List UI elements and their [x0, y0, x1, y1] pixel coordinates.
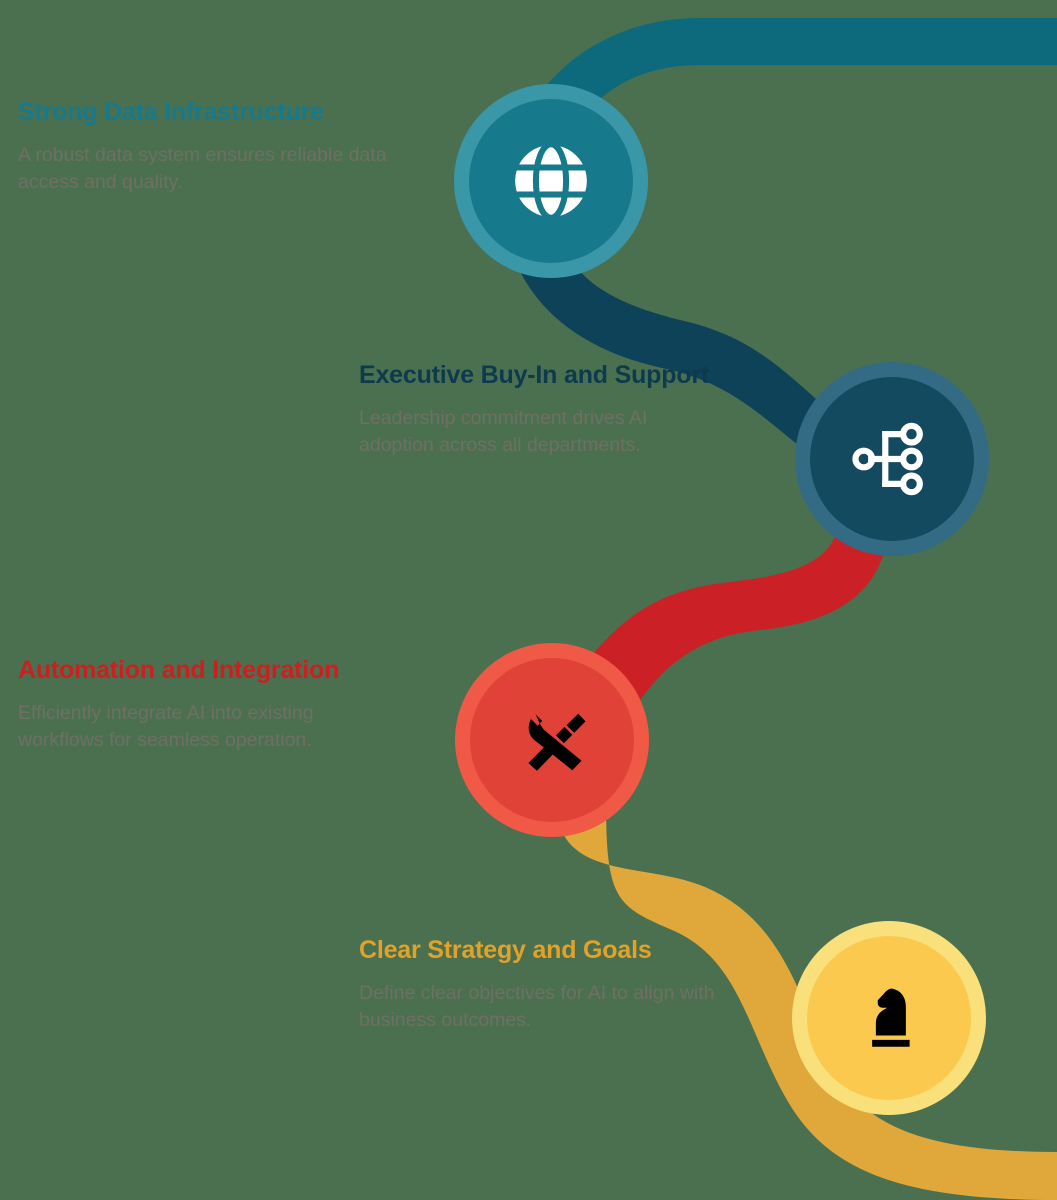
- node-strong-data-infrastructure[interactable]: [454, 84, 648, 278]
- node-executive-buy-in-and-support[interactable]: [795, 362, 989, 556]
- node-clear-strategy-and-goals[interactable]: [792, 921, 986, 1115]
- text-block-executive-buy-in-and-support: Executive Buy-In and Support Leadership …: [359, 361, 727, 460]
- step-title: Clear Strategy and Goals: [359, 936, 652, 964]
- step-title: Automation and Integration: [18, 656, 340, 684]
- globe-icon: [505, 135, 597, 227]
- step-description: Define clear objectives for AI to align …: [359, 981, 715, 1032]
- step-description: Efficiently integrate AI into existing w…: [18, 701, 314, 752]
- ribbon-segment-4: [556, 800, 1057, 1200]
- text-block-clear-strategy-and-goals: Clear Strategy and Goals Define clear ob…: [359, 936, 739, 1035]
- tools-icon: [510, 698, 594, 782]
- node-automation-and-integration[interactable]: [455, 643, 649, 837]
- step-description: A robust data system ensures reliable da…: [18, 143, 387, 194]
- text-block-strong-data-infrastructure: Strong Data Infrastructure A robust data…: [18, 98, 388, 197]
- step-title: Executive Buy-In and Support: [359, 361, 710, 389]
- ribbon-segment-1: [501, 18, 1057, 185]
- ribbon-segment-2: [501, 185, 890, 505]
- step-title: Strong Data Infrastructure: [18, 98, 324, 126]
- text-block-automation-and-integration: Automation and Integration Efficiently i…: [18, 656, 400, 755]
- ribbon-segment-3: [556, 510, 890, 745]
- step-description: Leadership commitment drives AI adoption…: [359, 406, 648, 457]
- hierarchy-icon: [849, 416, 935, 502]
- chess-knight-icon: [849, 978, 929, 1058]
